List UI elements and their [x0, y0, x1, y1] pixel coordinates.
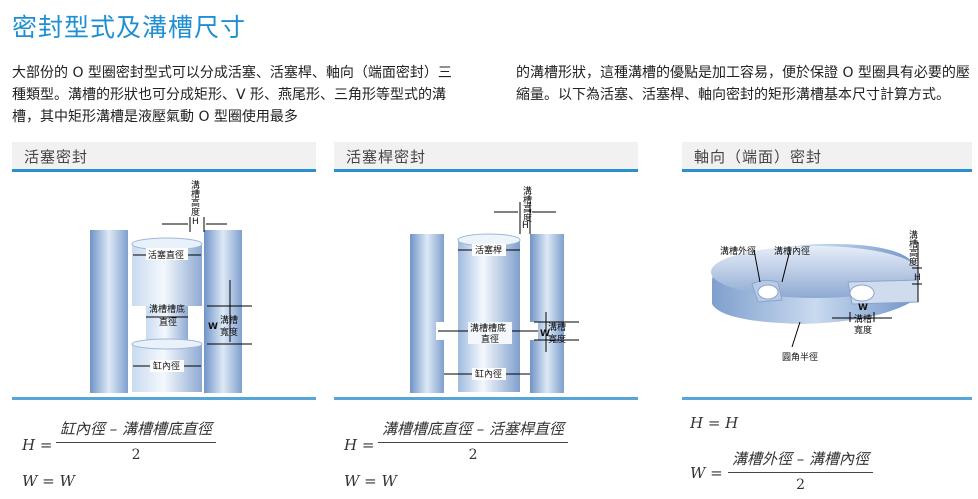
label-groove-height: 溝槽高度 — [907, 229, 918, 267]
label-groove-bottom: 溝槽槽底 — [470, 322, 506, 334]
formula-w-numerator: 溝槽外徑 – 溝槽內徑 — [728, 448, 874, 473]
housing-right — [530, 234, 564, 393]
piston-seal-diagram: 溝槽高度 H 活塞直徑 溝槽槽底 直徑 W 溝槽 寬度 缸內徑 — [12, 172, 316, 397]
formula-w: W = W — [22, 472, 75, 490]
section-heading: 活塞密封 — [12, 142, 316, 172]
label-groove-height: 溝槽高度 — [189, 179, 200, 217]
formula-h-denominator: 2 — [131, 447, 141, 463]
label-radius: 圓角半徑 — [782, 351, 818, 363]
intro-text-right: 的溝槽形狀，這種溝槽的優點是加工容易，便於保證 O 型圈具有必要的壓縮量。以下為… — [516, 65, 970, 103]
formula-h-fraction: 缸內徑 – 溝槽槽底直徑 2 — [56, 418, 217, 463]
formula-w-fraction: 溝槽外徑 – 溝槽內徑 2 — [728, 448, 874, 493]
formula-w-denominator: 2 — [796, 477, 805, 493]
label-groove: 溝槽 — [220, 314, 238, 326]
label-outer: 溝槽外徑 — [720, 245, 756, 257]
label-bore: 缸內徑 — [153, 360, 180, 372]
formula-w: W = W — [344, 472, 397, 490]
piston-rod — [458, 240, 520, 392]
formula-w-lhs: W = — [690, 464, 723, 482]
label-width: 寬度 — [548, 333, 566, 345]
label-piston-dia: 活塞直徑 — [148, 249, 184, 261]
formula-h-denominator: 2 — [468, 447, 478, 463]
label-groove-bottom: 溝槽槽底 — [149, 303, 185, 315]
formula-h-lhs: H = — [344, 436, 375, 454]
section-heading: 軸向（端面）密封 — [682, 142, 972, 172]
rod-seal-section: 活塞桿密封 — [334, 142, 638, 499]
axial-seal-section: 軸向（端面）密封 — [682, 142, 972, 499]
label-width: 寬度 — [854, 324, 872, 336]
formula-h-numerator: 溝槽槽底直徑 – 活塞桿直徑 — [378, 418, 569, 443]
label-bore: 缸內徑 — [475, 368, 502, 380]
label-dia: 直徑 — [481, 333, 499, 345]
piston-seal-section: 活塞密封 — [12, 142, 316, 499]
label-groove-height: 溝槽高度 — [521, 185, 532, 223]
axial-seal-diagram: 溝槽外徑 溝槽內徑 溝槽高度 H W 溝槽 寬度 圓角半徑 — [682, 172, 972, 397]
label-w: W — [208, 322, 218, 332]
label-h: H — [192, 217, 199, 227]
label-groove: 溝槽 — [548, 321, 566, 333]
cylinder-wall-right — [204, 230, 242, 393]
label-h: H — [522, 221, 529, 231]
intro-text-left: 大部份的 O 型圈密封型式可以分成活塞、活塞桿、軸向（端面密封）三種類型。溝槽的… — [12, 65, 452, 125]
formula-h-fraction: 溝槽槽底直徑 – 活塞桿直徑 2 — [378, 418, 569, 463]
label-groove: 溝槽 — [854, 313, 872, 325]
formula-h: H = H — [690, 414, 739, 432]
label-h: H — [914, 273, 921, 283]
label-dia: 直徑 — [159, 316, 177, 328]
cylinder-wall-left — [90, 230, 128, 393]
label-inner: 溝槽內徑 — [774, 245, 810, 257]
page-title: 密封型式及溝槽尺寸 — [12, 13, 247, 42]
label-width: 寬度 — [220, 326, 238, 338]
label-w: W — [858, 303, 868, 313]
label-rod: 活塞桿 — [475, 244, 502, 256]
groove-bottom — [146, 306, 188, 344]
label-w: W — [540, 329, 550, 339]
formula-h-lhs: H = — [22, 436, 53, 454]
housing-left — [410, 234, 444, 393]
formula-h-numerator: 缸內徑 – 溝槽槽底直徑 — [56, 418, 217, 443]
section-heading: 活塞桿密封 — [334, 142, 638, 172]
rod-seal-diagram: 溝槽高度 H 活塞桿 溝槽槽底 直徑 W 溝槽 寬度 缸內徑 — [334, 172, 638, 397]
